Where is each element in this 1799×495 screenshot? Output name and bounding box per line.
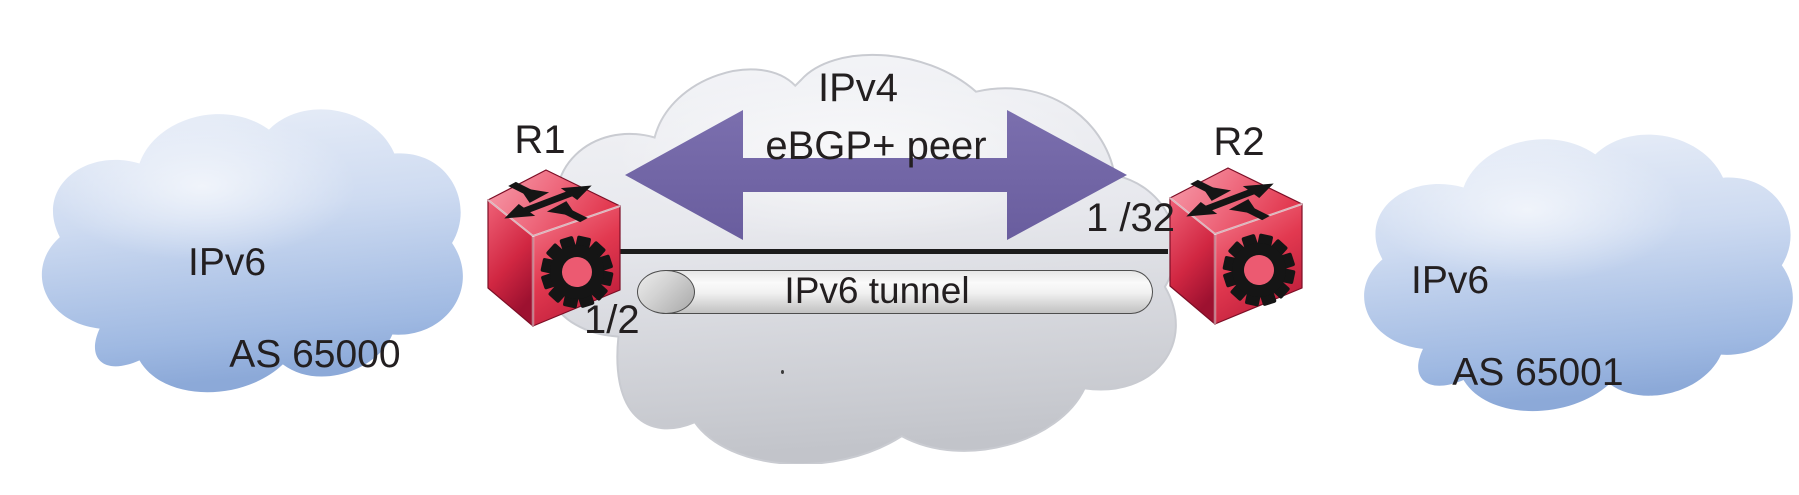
- physical-link-line: [609, 249, 1168, 254]
- router-r2-port-label: 1 /32: [1086, 196, 1175, 240]
- router-r2-label: R2: [1213, 120, 1265, 164]
- stray-dot: [781, 370, 784, 374]
- ebgp-peer-arrow-icon: [625, 110, 1127, 240]
- router-r1-port-label: 1/2: [584, 298, 640, 342]
- routing-arrows-glyph: [1186, 179, 1274, 221]
- ebgp-peer-label: eBGP+ peer: [765, 124, 987, 168]
- router-r1-icon: [487, 169, 621, 327]
- gear-glyph: [540, 235, 614, 309]
- tunnel-label: IPv6 tunnel: [784, 270, 970, 312]
- router-r1-label: R1: [514, 118, 566, 162]
- left-cloud-label: IPv6 AS 65000: [188, 240, 401, 378]
- right-cloud-line1: IPv6: [1411, 259, 1490, 302]
- ipv4-cloud-title: IPv4: [817, 66, 899, 110]
- ipv6-tunnel: IPv6 tunnel: [637, 270, 1153, 314]
- left-cloud-line2: AS 65000: [229, 333, 401, 376]
- ipv6-cloud-left-shape: [41, 109, 463, 393]
- routing-arrows-glyph: [504, 181, 592, 223]
- router-r2-icon: [1169, 167, 1303, 325]
- right-cloud-label: IPv6 AS 65001: [1411, 258, 1624, 396]
- gear-glyph: [1222, 233, 1296, 307]
- tunnel-body: [663, 270, 1153, 314]
- right-cloud-line2: AS 65001: [1452, 351, 1624, 394]
- left-cloud-line1: IPv6: [188, 241, 267, 284]
- ipv6-cloud-right-shape: [1364, 134, 1793, 412]
- tunnel-end-cap: [637, 270, 695, 314]
